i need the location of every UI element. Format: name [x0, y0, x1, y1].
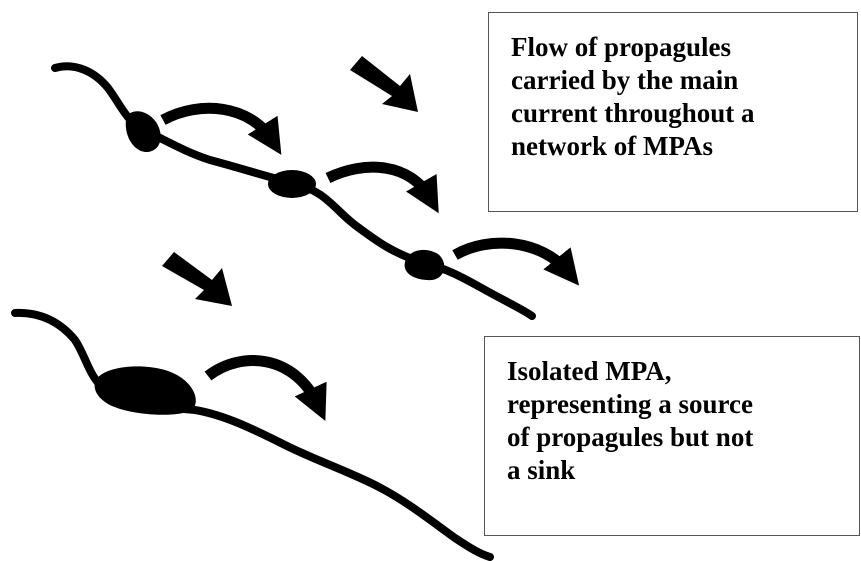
mpa-network-1 [125, 111, 161, 153]
current-arrows [162, 56, 418, 306]
current-arrow-icon [162, 252, 232, 306]
mpa-network-2 [268, 170, 316, 198]
network-label-box: Flow of propagules carried by the main c… [488, 12, 858, 212]
network-label-line: network of MPAs [511, 131, 713, 161]
current-arrow-icon [350, 56, 418, 112]
mpa-isolated [94, 366, 196, 415]
propagule-arrows [160, 102, 580, 421]
isolated-label-line: of propagules but not [507, 422, 754, 452]
coastline-isolated [11, 308, 494, 561]
propagule-arrow-icon [325, 161, 439, 214]
propagule-arrow-icon [160, 102, 282, 155]
isolated-label-line: a sink [507, 455, 576, 485]
propagule-arrow-icon [204, 355, 327, 421]
isolated-label-box: Isolated MPA, representing a source of p… [484, 336, 860, 536]
network-label-line: current throughout a [511, 98, 755, 128]
isolated-label-line: Isolated MPA, [507, 356, 672, 386]
network-label-line: carried by the main [511, 65, 739, 95]
isolated-label-line: representing a source [507, 389, 753, 419]
network-label-line: Flow of propagules [511, 32, 732, 62]
propagule-arrow-icon [452, 237, 580, 286]
mpa-network-3 [404, 249, 445, 281]
